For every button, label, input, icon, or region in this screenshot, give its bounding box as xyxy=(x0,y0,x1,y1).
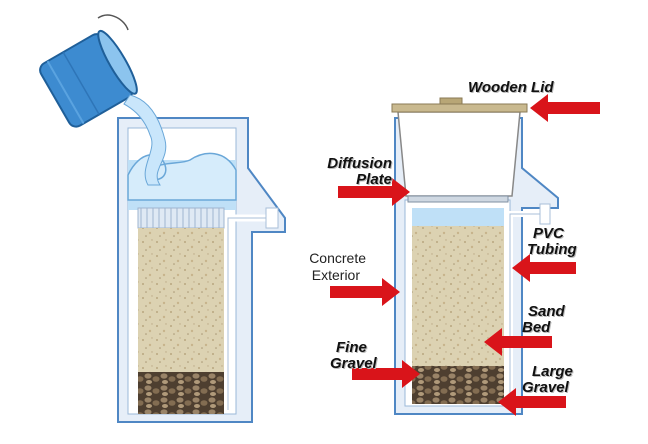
label-pvc-tubing-line1: PVC xyxy=(533,225,564,242)
arrow-diffusion-plate xyxy=(338,178,410,206)
label-fine-gravel-line1: Fine xyxy=(336,339,367,356)
arrow-pvc-tubing xyxy=(512,254,576,282)
right-wooden-lid xyxy=(391,103,528,113)
right-gravel xyxy=(412,366,504,404)
label-large-gravel: Large Gravel xyxy=(522,364,573,396)
red-arrow-icon xyxy=(330,94,600,416)
label-pvc-tubing: PVC Tubing xyxy=(527,226,577,258)
label-diffusion-plate: Diffusion Plate xyxy=(300,156,392,188)
label-fine-gravel: Fine Gravel xyxy=(330,340,377,372)
label-sand-bed: Sand Bed xyxy=(522,304,565,336)
arrow-concrete-exterior xyxy=(330,278,400,306)
label-concrete-exterior-line2: Exterior xyxy=(311,267,360,283)
label-large-gravel-line2: Gravel xyxy=(522,379,569,396)
left-gravel xyxy=(138,372,224,414)
label-fine-gravel-line2: Gravel xyxy=(330,355,377,372)
label-wooden-lid: Wooden Lid xyxy=(468,79,554,96)
label-sand-bed-line2: Bed xyxy=(522,319,551,336)
bucket-icon xyxy=(39,14,167,186)
arrow-large-gravel xyxy=(498,388,566,416)
left-sand-bed xyxy=(138,228,224,372)
left-filter xyxy=(117,117,286,423)
pouring-water xyxy=(123,94,167,186)
label-concrete-exterior: Concrete Exterior xyxy=(262,250,366,284)
label-diffusion-plate-line1: Diffusion xyxy=(327,155,392,172)
right-reservoir xyxy=(397,111,521,197)
arrow-sand-bed xyxy=(484,328,552,356)
arrow-wooden-lid xyxy=(530,94,600,122)
label-sand-bed-line1: Sand xyxy=(528,303,565,320)
label-diffusion-plate-line2: Plate xyxy=(356,171,392,188)
label-pvc-tubing-line2: Tubing xyxy=(527,241,577,258)
arrow-fine-gravel xyxy=(352,360,420,388)
left-diffusion-plate xyxy=(137,207,225,229)
right-diffusion-plate xyxy=(407,195,509,203)
label-large-gravel-line1: Large xyxy=(532,363,573,380)
label-concrete-exterior-line1: Concrete xyxy=(309,250,366,266)
